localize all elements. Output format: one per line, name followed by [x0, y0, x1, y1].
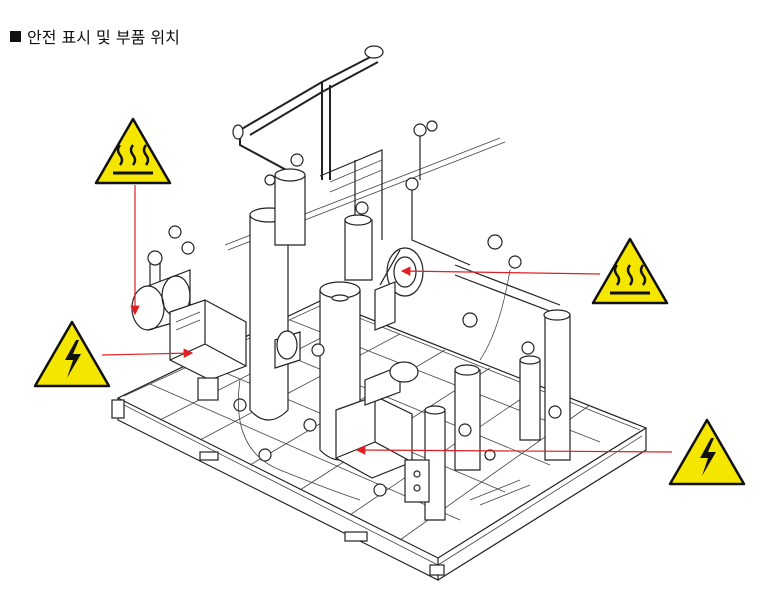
left-heater-vessel	[131, 225, 195, 331]
valves-instruments	[233, 120, 496, 501]
warning-marker-2	[33, 320, 194, 388]
section-heading-text: 안전 표시 및 부품 위치	[27, 28, 180, 47]
central-junction-box	[335, 361, 430, 503]
section-heading: 안전 표시 및 부품 위치	[10, 24, 180, 48]
electrical-hazard-warning-icon	[33, 320, 111, 388]
warning-marker-4	[355, 418, 746, 486]
hot-surface-warning-icon	[94, 117, 172, 185]
warning-marker-3	[400, 237, 669, 305]
black-square-icon	[10, 30, 21, 42]
warning-marker-1	[94, 117, 172, 316]
hot-surface-warning-icon	[591, 237, 669, 305]
electrical-hazard-warning-icon	[668, 418, 746, 486]
right-heater-vessel	[374, 234, 561, 361]
left-junction-box	[169, 299, 247, 401]
central-vessels	[249, 153, 373, 461]
right-columns	[424, 309, 571, 521]
